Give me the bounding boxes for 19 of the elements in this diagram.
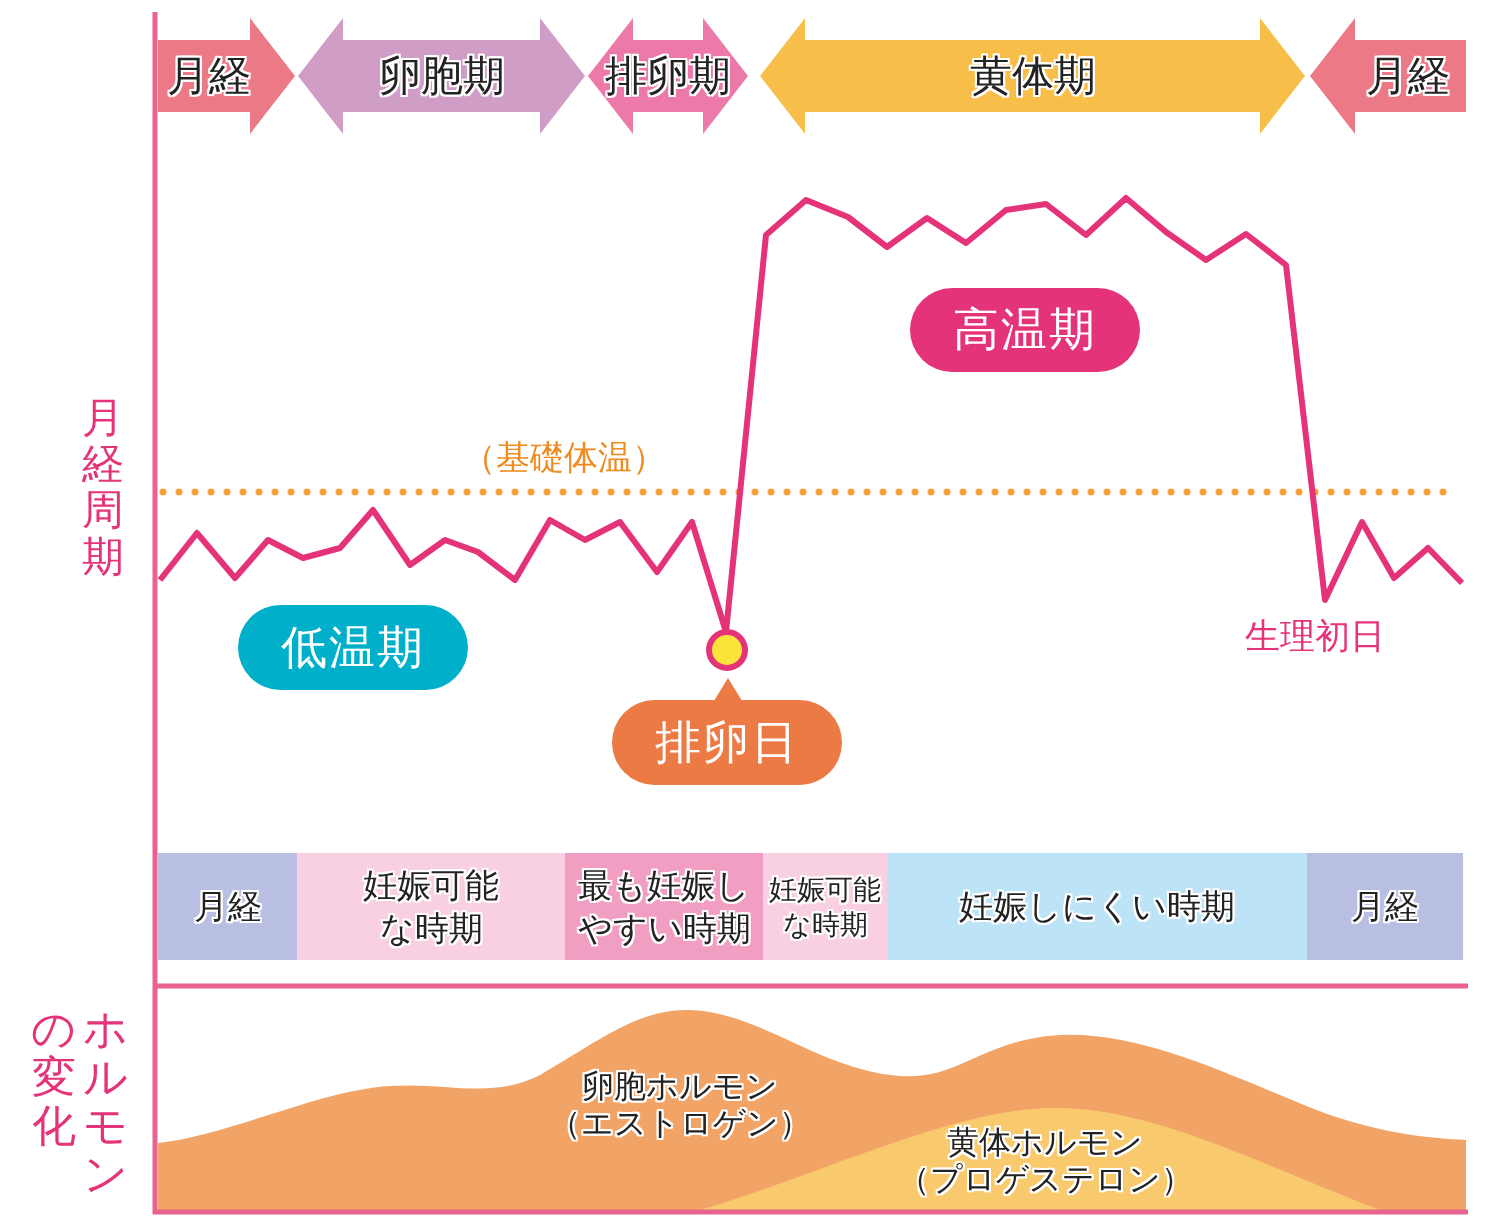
fertility-period-cell: 妊娠可能な時期: [763, 853, 887, 960]
hormone-label: 黄体ホルモン（プロゲステロン）: [896, 1124, 1194, 1198]
phase-banner: 黄体期: [760, 18, 1305, 134]
fertility-period-cell: 月経: [158, 853, 297, 960]
phase-banner: 月経: [158, 18, 295, 134]
phase-banner: 月経: [1310, 18, 1466, 134]
fertility-period-cell: 月経: [1307, 853, 1463, 960]
phase-banner: 排卵期: [588, 18, 748, 134]
annotation-label: 生理初日: [1245, 615, 1385, 658]
phase-pill: 低温期: [238, 605, 468, 690]
fertility-period-cell: 妊娠しにくい時期: [887, 853, 1307, 960]
fertility-period-cell: 最も妊娠しやすい時期: [565, 853, 763, 960]
fertility-period-cell: 妊娠可能な時期: [297, 853, 565, 960]
phase-banner: 卵胞期: [298, 18, 585, 134]
axis-label: ホルモンの変化: [32, 1005, 128, 1199]
hormone-label: 卵胞ホルモン（エストロゲン）: [548, 1068, 812, 1142]
axis-label: 月経周期: [82, 395, 124, 580]
reference-label: （基礎体温）: [462, 436, 666, 479]
phase-pill: 高温期: [910, 288, 1140, 372]
